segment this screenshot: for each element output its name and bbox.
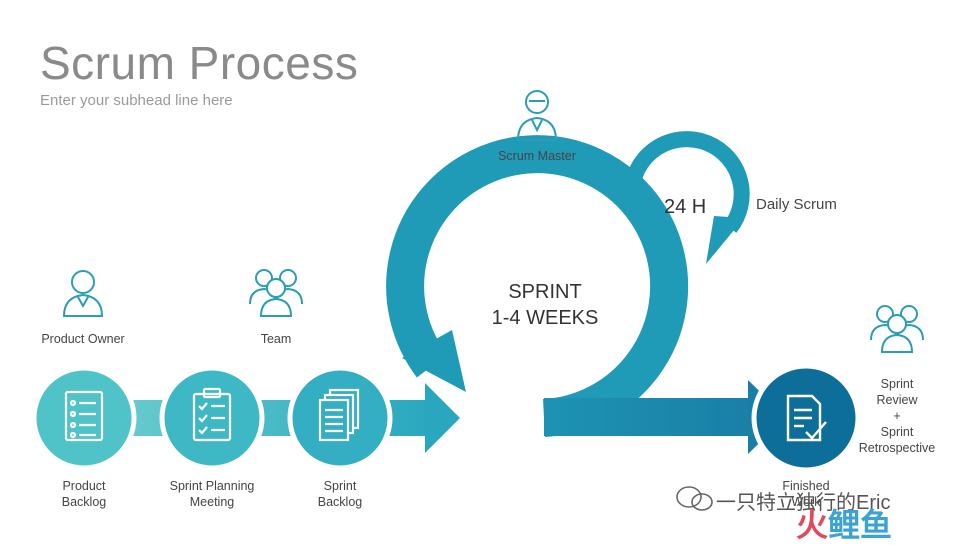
- review-line-1: Sprint: [880, 377, 914, 391]
- document-stack-icon: [318, 388, 360, 442]
- watermark-logo-part-2: 鲤鱼: [828, 507, 893, 543]
- review-line-2: Review: [876, 393, 918, 407]
- sprint-duration: 1-4 WEEKS: [491, 307, 599, 329]
- watermark-logo: 火鲤鱼: [796, 500, 892, 546]
- watermark-text: 一只特立独行的Eric: [716, 492, 891, 514]
- checklist-icon: [64, 390, 104, 442]
- product-backlog-circle: [31, 365, 137, 471]
- review-team-icon: [870, 305, 924, 353]
- clipboard-icon: [192, 387, 232, 442]
- daily-scrum-label: Daily Scrum: [756, 196, 837, 213]
- review-line-4: Sprint: [880, 425, 914, 439]
- finished-work-label: Finished Work: [782, 479, 830, 509]
- daily-duration-label: 24 H: [664, 196, 707, 218]
- team-icon: [249, 269, 303, 317]
- product-owner-label: Product Owner: [41, 332, 125, 346]
- review-line-3: +: [893, 409, 901, 423]
- product-owner-person-icon: [62, 270, 104, 317]
- watermark-logo-part-1: 火: [796, 507, 829, 543]
- sprint-backlog-label: Sprint Backlog: [317, 479, 363, 509]
- watermark-chat-icon: [676, 486, 713, 511]
- daily-scrum-loop-arrow: [623, 131, 750, 264]
- review-retrospective-label: Sprint Review + Sprint Retrospective: [842, 376, 952, 456]
- review-line-5: Retrospective: [858, 441, 936, 455]
- page-title: Scrum Process: [40, 37, 359, 89]
- scrum-master-label: Scrum Master: [498, 149, 576, 163]
- product-backlog-label: Product Backlog: [61, 479, 107, 509]
- team-label: Team: [260, 332, 292, 346]
- page-subtitle: Enter your subhead line here: [40, 92, 233, 109]
- sprint-planning-label: Sprint Planning Meeting: [169, 479, 255, 509]
- scrum-master-person-icon: [516, 90, 558, 141]
- sprint-label: SPRINT: [508, 281, 582, 303]
- task-done-icon: [786, 394, 827, 442]
- sprint-cycle-arrow: [386, 135, 689, 437]
- sprint-center-text: SPRINT 1-4 WEEKS: [445, 279, 645, 331]
- input-flow-arrow: [80, 383, 460, 453]
